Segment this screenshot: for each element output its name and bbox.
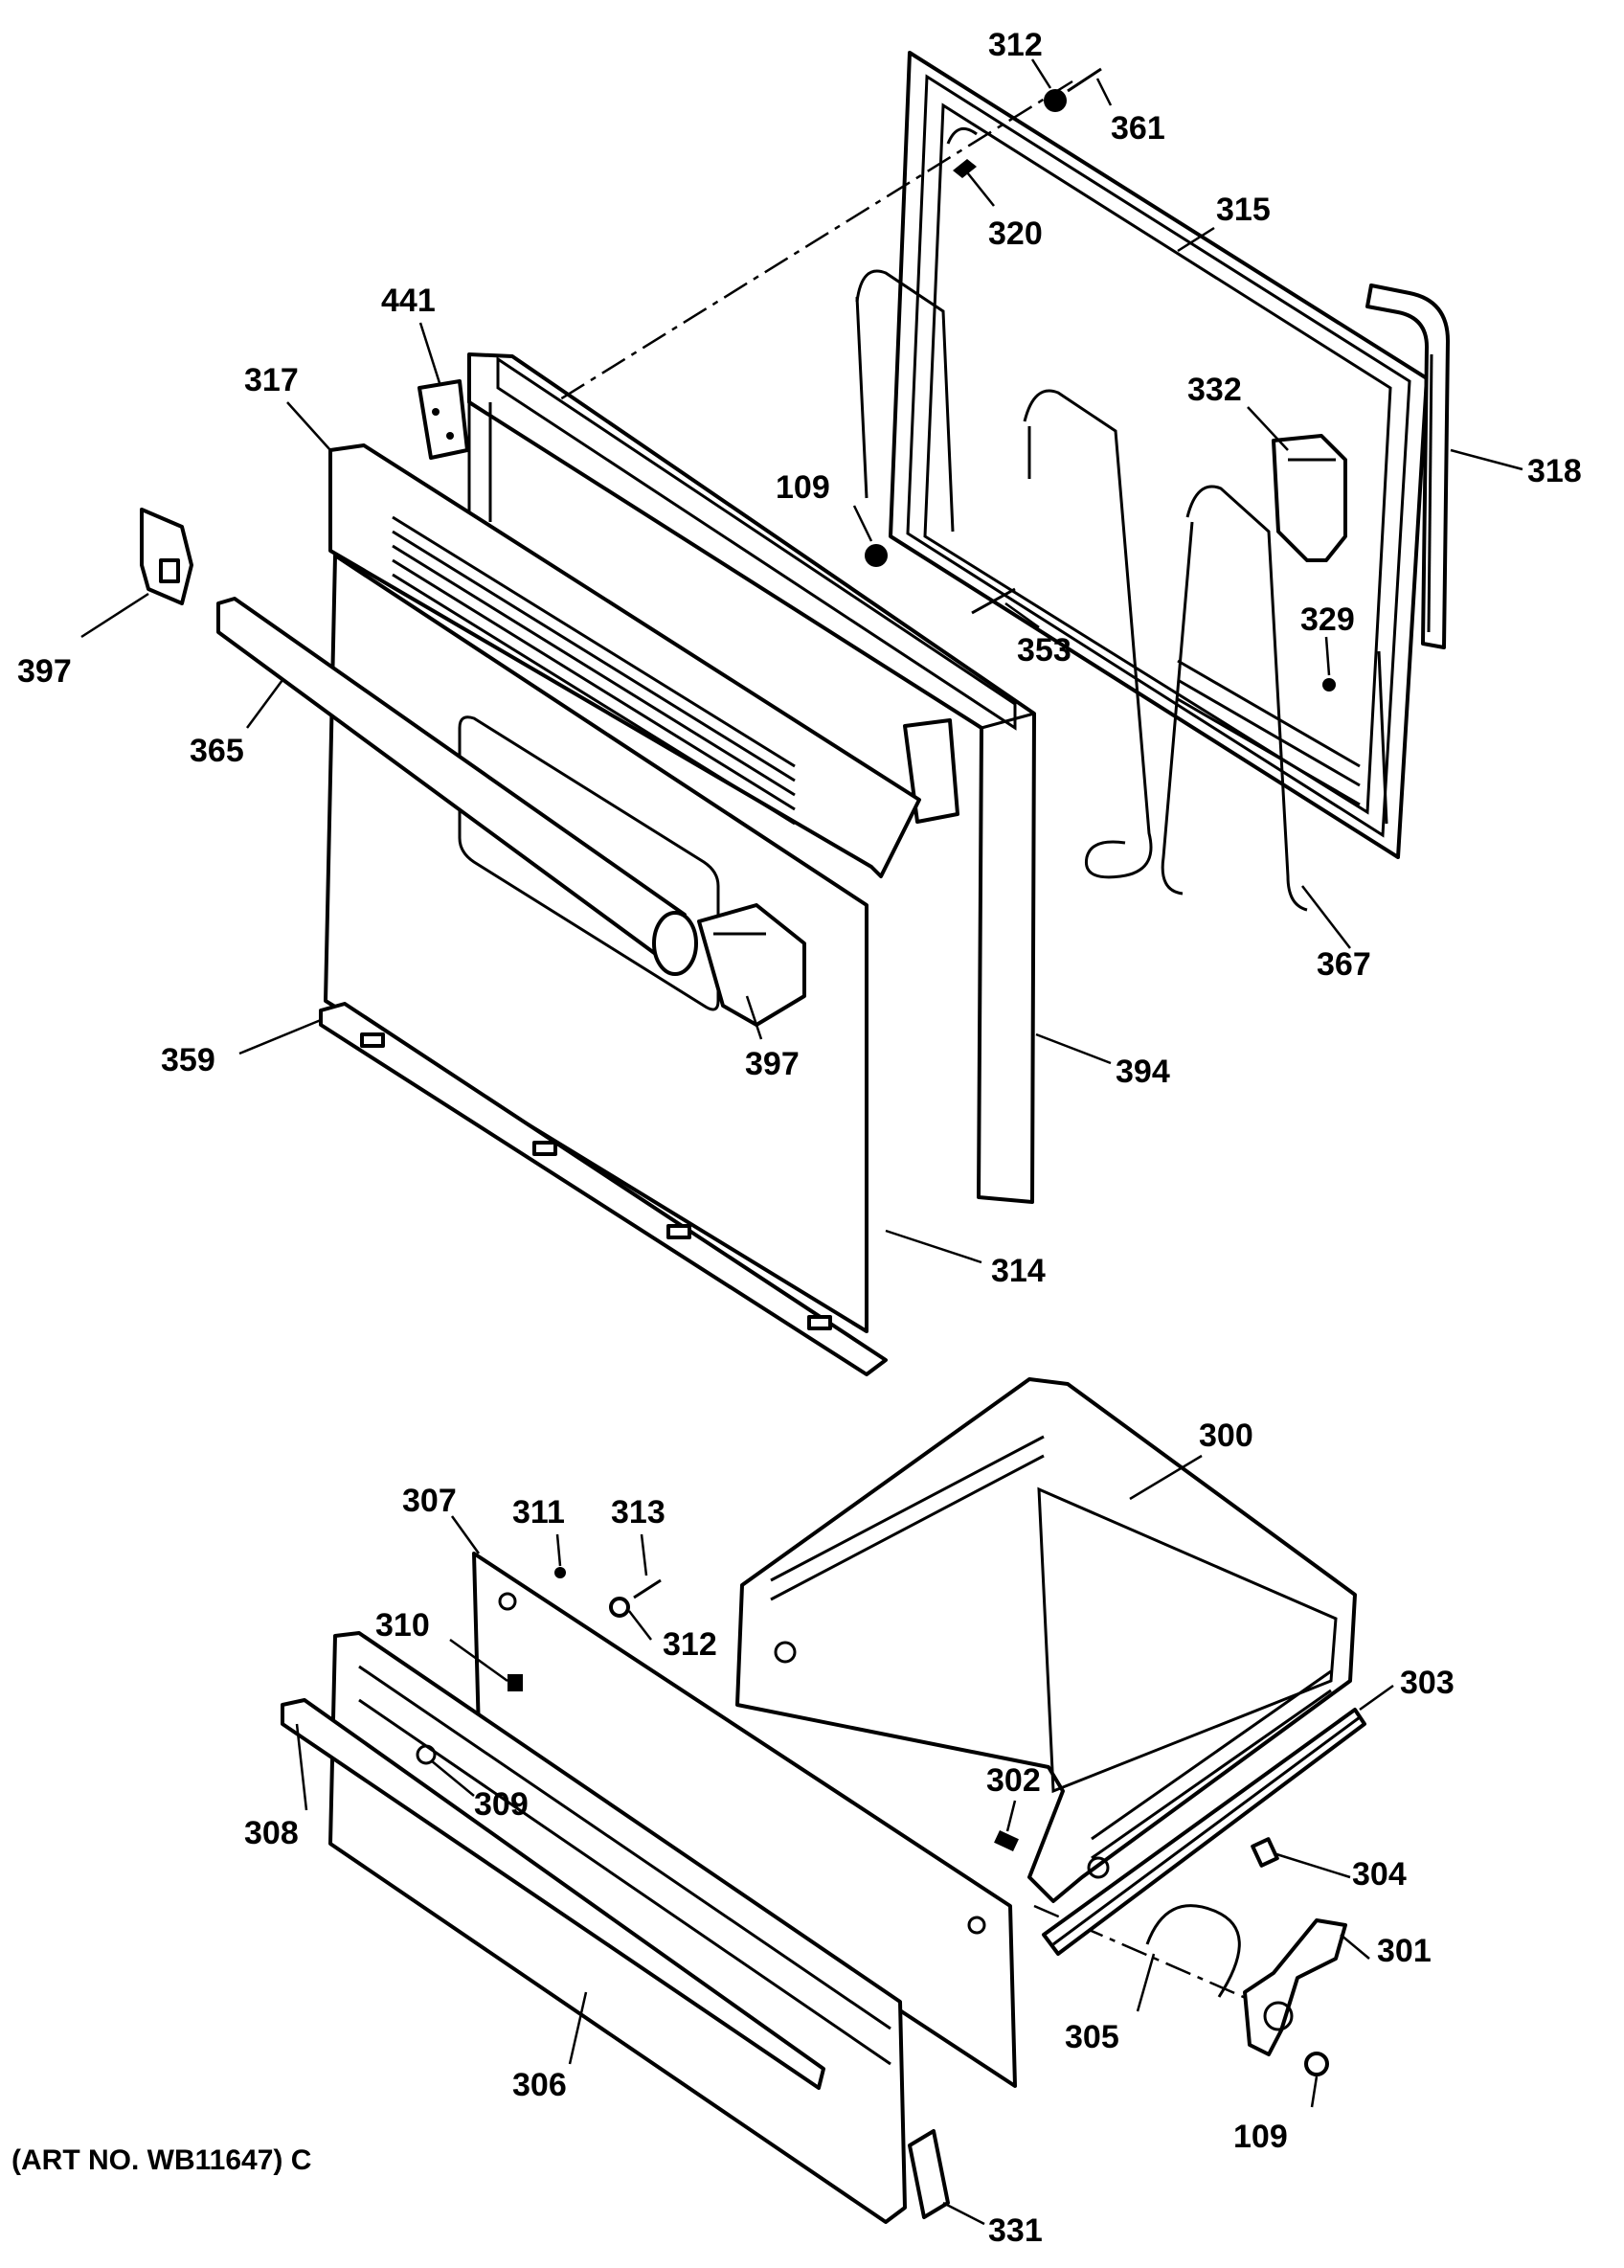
callout-labels: 312 361 320 315 441 317 332 318 109 329 … bbox=[11, 27, 1582, 2249]
callout-302: 302 bbox=[986, 1762, 1041, 1799]
callout-306: 306 bbox=[512, 2067, 567, 2103]
part-353-screw bbox=[971, 587, 1016, 615]
part-304-roller bbox=[1251, 1837, 1279, 1868]
part-314-outer-door-panel bbox=[324, 554, 868, 1333]
part-331-bracket bbox=[908, 2129, 950, 2219]
leader-lines bbox=[80, 58, 1523, 2226]
callout-397-mid: 397 bbox=[745, 1046, 800, 1082]
part-303-drawer-slide bbox=[1042, 1708, 1366, 1956]
callout-315: 315 bbox=[1216, 192, 1271, 228]
part-332-hinge-block bbox=[1272, 434, 1347, 562]
callout-305: 305 bbox=[1065, 2019, 1119, 2055]
part-317-vent-trim bbox=[328, 443, 921, 878]
part-109-top-nut bbox=[865, 544, 888, 567]
frame-side-bracket bbox=[903, 718, 959, 824]
callout-300: 300 bbox=[1199, 1418, 1253, 1454]
callout-307: 307 bbox=[402, 1483, 457, 1519]
callout-301: 301 bbox=[1377, 1933, 1432, 1969]
callout-109-top: 109 bbox=[776, 469, 830, 506]
callout-320: 320 bbox=[988, 215, 1043, 252]
callout-367: 367 bbox=[1317, 946, 1371, 983]
callout-397-left: 397 bbox=[17, 653, 72, 690]
part-318-door-gasket bbox=[1365, 284, 1450, 649]
callout-310: 310 bbox=[375, 1607, 430, 1644]
part-365-door-handle bbox=[216, 597, 698, 976]
part-397-handle-end-cap-left bbox=[140, 508, 193, 605]
callout-317: 317 bbox=[244, 362, 299, 398]
part-359-door-bottom-trim bbox=[319, 1002, 888, 1376]
part-300-drawer-body bbox=[735, 1377, 1357, 1903]
part-315-inner-door-panel bbox=[889, 51, 1429, 859]
part-308-drawer-handle bbox=[281, 1698, 825, 2090]
callout-309: 309 bbox=[474, 1786, 529, 1823]
callout-365: 365 bbox=[190, 733, 244, 769]
callout-304: 304 bbox=[1352, 1856, 1407, 1893]
callout-359: 359 bbox=[161, 1042, 215, 1078]
callout-313: 313 bbox=[611, 1494, 665, 1531]
part-109-bottom-washer bbox=[1304, 2052, 1329, 2076]
part-309-screw-hole bbox=[416, 1744, 437, 1765]
part-394-oven-front-frame bbox=[467, 352, 1036, 1204]
part-441-hinge-bracket bbox=[417, 379, 469, 460]
part-361-screw bbox=[1067, 67, 1102, 93]
callout-311: 311 bbox=[512, 1494, 565, 1531]
part-397-handle-end-cap-right bbox=[697, 903, 806, 1027]
part-310-clip bbox=[508, 1674, 523, 1691]
callout-361: 361 bbox=[1111, 110, 1165, 147]
part-311-nut bbox=[554, 1567, 566, 1578]
part-307-drawer-inner-panel bbox=[472, 1552, 1017, 2088]
callout-109-bottom: 109 bbox=[1233, 2119, 1288, 2155]
art-number: (ART NO. WB11647) C bbox=[11, 2144, 311, 2176]
callout-318: 318 bbox=[1527, 453, 1582, 489]
part-302-pin bbox=[994, 1830, 1019, 1851]
part-313-screw bbox=[633, 1578, 662, 1599]
part-312-bottom-washer bbox=[609, 1597, 630, 1618]
callout-303: 303 bbox=[1400, 1665, 1455, 1701]
part-305-spring-clip bbox=[1145, 1904, 1241, 1998]
callout-394: 394 bbox=[1116, 1054, 1170, 1090]
callout-308: 308 bbox=[244, 1815, 299, 1851]
alignment-line-upper bbox=[554, 79, 1073, 404]
part-320-pin bbox=[953, 159, 977, 178]
callout-312-top: 312 bbox=[988, 27, 1043, 63]
part-329-stud bbox=[1322, 678, 1336, 692]
callout-441: 441 bbox=[381, 283, 436, 319]
callout-332: 332 bbox=[1187, 372, 1242, 408]
callout-314: 314 bbox=[991, 1253, 1046, 1289]
part-301-slide-bracket bbox=[1243, 1918, 1347, 2056]
part-367-oven-racks bbox=[855, 269, 1308, 912]
callout-331: 331 bbox=[988, 2212, 1043, 2249]
callout-353: 353 bbox=[1017, 632, 1071, 669]
callout-329: 329 bbox=[1300, 601, 1355, 638]
callout-312-bottom: 312 bbox=[663, 1626, 717, 1663]
